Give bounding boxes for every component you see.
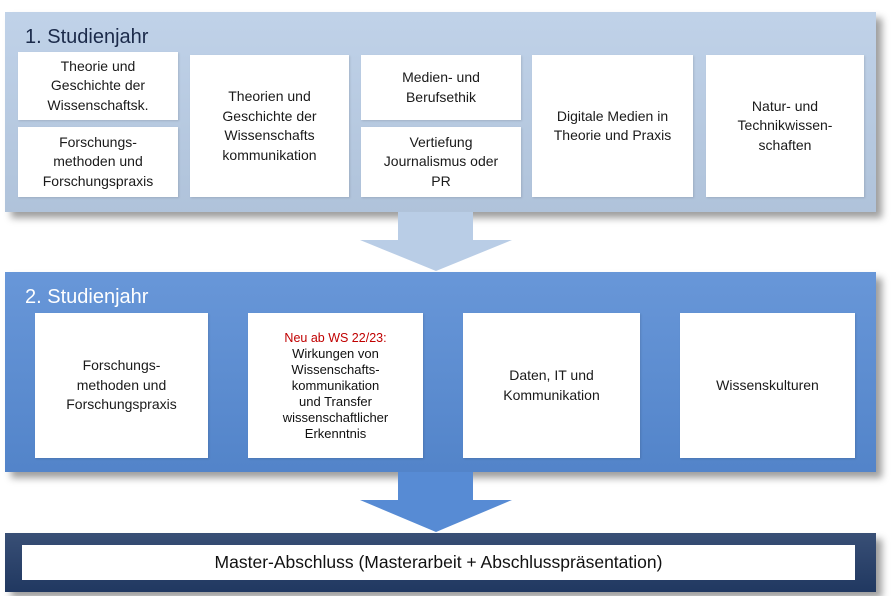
module-label: Vertiefung Journalismus oder PR	[383, 133, 499, 189]
year1-band: 1. Studienjahr Theorie und Geschichte de…	[5, 12, 876, 212]
module-label: Forschungs- methoden und Forschungspraxi…	[66, 357, 177, 413]
module-label: Theorien und Geschichte der Wissenschaft…	[222, 88, 317, 163]
module-daten-it-kommunikation: Daten, IT und Kommunikation	[463, 313, 640, 458]
module-label: Theorie und Geschichte der Wissenschafts…	[47, 57, 149, 113]
module-forschungsmethoden-year2: Forschungs- methoden und Forschungspraxi…	[35, 313, 208, 458]
module-medien-berufsethik: Medien- und Berufsethik	[361, 55, 521, 120]
module-label: Wissenskulturen	[716, 376, 819, 393]
year1-title: 1. Studienjahr	[25, 26, 149, 48]
module-natur-technikwissenschaften: Natur- und Technikwissen- schaften	[706, 55, 864, 197]
module-vertiefung-journalismus-pr: Vertiefung Journalismus oder PR	[361, 127, 521, 197]
module-label: Wirkungen von Wissenschafts- kommunikati…	[282, 345, 389, 441]
module-label: Daten, IT und Kommunikation	[503, 367, 600, 403]
module-label: Forschungs- methoden und Forschungspraxi…	[42, 133, 154, 189]
module-label: Digitale Medien in Theorie und Praxis	[553, 107, 672, 144]
module-label: Medien- und Berufsethik	[402, 69, 480, 105]
module-theorie-geschichte-wissenschaftsk: Theorie und Geschichte der Wissenschafts…	[18, 52, 178, 120]
year2-title: 2. Studienjahr	[25, 286, 149, 308]
master-degree-label: Master-Abschluss (Masterarbeit + Abschlu…	[214, 552, 663, 572]
module-wirkungen-wissenschaftskommunikation: Neu ab WS 22/23: Wirkungen von Wissensch…	[248, 313, 423, 458]
module-wissenskulturen: Wissenskulturen	[680, 313, 855, 458]
master-band: Master-Abschluss (Masterarbeit + Abschlu…	[5, 533, 876, 592]
module-label: Natur- und Technikwissen- schaften	[737, 97, 833, 153]
year2-band: 2. Studienjahr Forschungs- methoden und …	[5, 272, 876, 472]
arrow-year2-to-master	[360, 472, 512, 532]
module-digitale-medien: Digitale Medien in Theorie und Praxis	[532, 55, 693, 197]
arrow-year1-to-year2	[360, 212, 512, 271]
module-theorien-geschichte-wissenschaftskommunikation: Theorien und Geschichte der Wissenschaft…	[190, 55, 349, 197]
new-from-ws-label: Neu ab WS 22/23:	[284, 330, 387, 345]
master-degree-box: Master-Abschluss (Masterarbeit + Abschlu…	[22, 545, 855, 580]
module-forschungsmethoden-year1: Forschungs- methoden und Forschungspraxi…	[18, 127, 178, 197]
